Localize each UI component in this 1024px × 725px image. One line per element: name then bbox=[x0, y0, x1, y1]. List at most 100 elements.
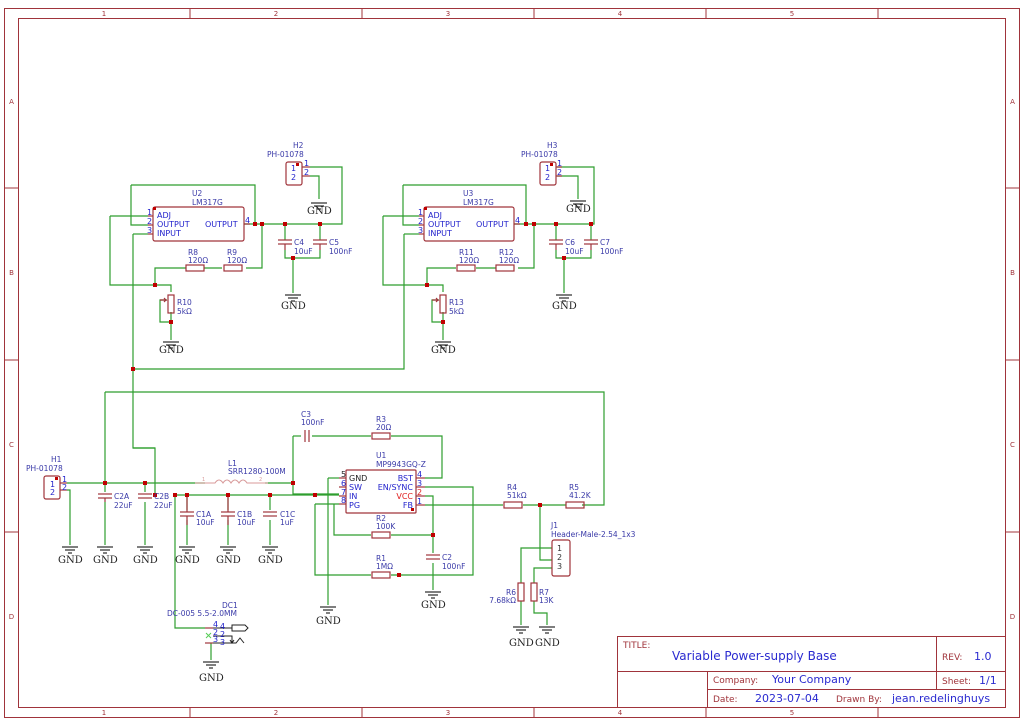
r4-value: 51kΩ bbox=[507, 491, 527, 500]
svg-text:GND: GND bbox=[175, 555, 200, 566]
potentiometer-r10[interactable]: R10 5kΩ bbox=[160, 294, 192, 316]
svg-text:GND: GND bbox=[93, 555, 118, 566]
h2-pin1-inner: 1 bbox=[291, 164, 296, 173]
zone-col-5-top: 5 bbox=[790, 10, 794, 18]
capacitor-c4[interactable]: C4 10uF bbox=[278, 238, 313, 256]
capacitor-c5[interactable]: C5 100nF bbox=[313, 238, 352, 256]
capacitor-c1c[interactable]: C1C 1uF bbox=[263, 510, 295, 527]
h3-pin2: 2 bbox=[557, 168, 562, 177]
resistor-r11[interactable]: R11 120Ω bbox=[456, 248, 479, 272]
zone-col-5-bottom: 5 bbox=[790, 709, 794, 717]
u1-pin7: 7 bbox=[341, 488, 346, 497]
svg-text:GND: GND bbox=[421, 600, 446, 611]
sheet-value: 1/1 bbox=[979, 674, 997, 687]
u1-pin6: 6 bbox=[341, 479, 346, 488]
gnd-c2a: GND bbox=[93, 546, 118, 566]
c3-value: 100nF bbox=[301, 418, 324, 427]
r13-ref: R13 bbox=[449, 298, 464, 307]
u3-input: INPUT bbox=[428, 229, 452, 238]
svg-text:GND: GND bbox=[58, 555, 83, 566]
u3-value: LM317G bbox=[463, 198, 494, 207]
resistor-r7[interactable]: R7 13K bbox=[530, 582, 555, 605]
u1-pin5: 5 bbox=[341, 470, 346, 479]
header-h1[interactable]: H1 PH-01078 1 2 1 2 bbox=[26, 455, 67, 500]
r11-value: 120Ω bbox=[459, 256, 479, 265]
capacitor-c2a[interactable]: C2A 22uF bbox=[98, 492, 133, 510]
u1-bst: BST bbox=[398, 474, 413, 483]
svg-text:GND: GND bbox=[159, 345, 184, 356]
inductor-l1[interactable]: L1 SRR1280-100M 1 2 bbox=[195, 459, 286, 484]
gnd-c2: GND bbox=[421, 591, 446, 611]
u1-pin2: 2 bbox=[417, 488, 422, 497]
resistor-r9[interactable]: R9 120Ω bbox=[223, 248, 247, 272]
svg-text:GND: GND bbox=[509, 638, 534, 649]
resistor-r6[interactable]: R6 7.68kΩ bbox=[489, 582, 525, 605]
zone-row-c-right: C bbox=[1010, 441, 1015, 449]
resistor-r1[interactable]: R1 1MΩ bbox=[371, 554, 393, 579]
gnd-h2: GND bbox=[307, 202, 332, 217]
u3-output-left: OUTPUT bbox=[428, 220, 461, 229]
zone-col-3-bottom: 3 bbox=[446, 709, 450, 717]
dc-jack-dc1[interactable]: DC1 DC-005 5.5-2.0MM 4 4 2 2 3 3 bbox=[167, 601, 249, 647]
svg-text:GND: GND bbox=[535, 638, 560, 649]
svg-text:GND: GND bbox=[258, 555, 283, 566]
date-key: Date: bbox=[713, 695, 738, 705]
h3-ref: H3 bbox=[547, 141, 558, 150]
resistor-r3[interactable]: R3 20Ω bbox=[371, 415, 392, 440]
u2-pin1: 1 bbox=[147, 208, 152, 217]
h1-value: PH-01078 bbox=[26, 464, 63, 473]
zone-col-2-bottom: 2 bbox=[274, 709, 278, 717]
resistor-r4[interactable]: R4 51kΩ bbox=[503, 483, 527, 509]
r13-value: 5kΩ bbox=[449, 307, 464, 316]
resistor-r12[interactable]: R12 120Ω bbox=[495, 248, 519, 272]
resistor-r5[interactable]: R5 41.2K bbox=[565, 483, 592, 509]
r10-ref: R10 bbox=[177, 298, 192, 307]
j1-ref: J1 bbox=[550, 521, 558, 530]
header-h2[interactable]: H2 PH-01078 1 2 1 2 bbox=[267, 141, 310, 186]
u1-pin4: 4 bbox=[417, 470, 422, 479]
capacitor-c7[interactable]: C7 100nF bbox=[584, 238, 623, 256]
c7-value: 100nF bbox=[600, 247, 623, 256]
u3-output-right: OUTPUT bbox=[476, 220, 509, 229]
u2-adj: ADJ bbox=[157, 211, 171, 220]
zone-col-1-bottom: 1 bbox=[102, 709, 106, 717]
u2-output-right: OUTPUT bbox=[205, 220, 238, 229]
c2-value: 100nF bbox=[442, 562, 465, 571]
u3-ref: U3 bbox=[463, 189, 473, 198]
capacitor-c1b[interactable]: C1B 10uF bbox=[221, 497, 256, 527]
capacitor-c2[interactable]: C2 100nF bbox=[426, 553, 465, 571]
capacitor-c2b[interactable]: C2B 22uF bbox=[138, 492, 173, 510]
potentiometer-r13[interactable]: R13 5kΩ bbox=[432, 294, 464, 316]
c5-ref: C5 bbox=[329, 238, 339, 247]
header-j1[interactable]: J1 Header-Male-2.54_1x3 1 2 3 bbox=[550, 521, 636, 577]
r5-value: 41.2K bbox=[569, 491, 592, 500]
gnd-r6: GND bbox=[509, 626, 534, 649]
r1-ref: R1 bbox=[376, 554, 386, 563]
resistor-r8[interactable]: R8 120Ω bbox=[185, 248, 208, 272]
c5-value: 100nF bbox=[329, 247, 352, 256]
regulator-u2[interactable]: U2 LM317G 1 2 3 4 ADJ OUTPUT INPUT OUTPU… bbox=[147, 189, 250, 242]
header-h3[interactable]: H3 PH-01078 1 2 1 2 bbox=[521, 141, 562, 186]
company-key: Company: bbox=[713, 676, 758, 686]
regulator-u3[interactable]: U3 LM317G 1 2 3 4 ADJ OUTPUT INPUT OUTPU… bbox=[418, 189, 520, 242]
svg-text:GND: GND bbox=[133, 555, 158, 566]
svg-text:GND: GND bbox=[316, 616, 341, 627]
c2a-value: 22uF bbox=[114, 501, 133, 510]
h2-ref: H2 bbox=[293, 141, 304, 150]
c7-ref: C7 bbox=[600, 238, 610, 247]
r11-ref: R11 bbox=[459, 248, 474, 257]
capacitor-c3[interactable]: C3 100nF bbox=[301, 410, 324, 442]
title-value: Variable Power-supply Base bbox=[672, 649, 837, 663]
capacitor-c1a[interactable]: C1A 10uF bbox=[180, 497, 215, 527]
c1b-value: 10uF bbox=[237, 518, 256, 527]
r2-value: 100K bbox=[376, 522, 396, 531]
r2-ref: R2 bbox=[376, 514, 386, 523]
zone-row-b-left: B bbox=[9, 269, 14, 277]
l1-pin1: 1 bbox=[202, 477, 205, 483]
resistor-r2[interactable]: R2 100K bbox=[371, 514, 396, 539]
gnd-c4c5: GND bbox=[281, 294, 306, 312]
buck-converter-u1[interactable]: U1 MP9943GQ-Z 5 6 7 8 4 3 2 1 GND SW IN … bbox=[339, 451, 426, 514]
zone-row-a-left: A bbox=[9, 98, 14, 106]
capacitor-c6[interactable]: C6 10uF bbox=[549, 238, 584, 256]
gnd-c1a: GND bbox=[175, 546, 200, 566]
